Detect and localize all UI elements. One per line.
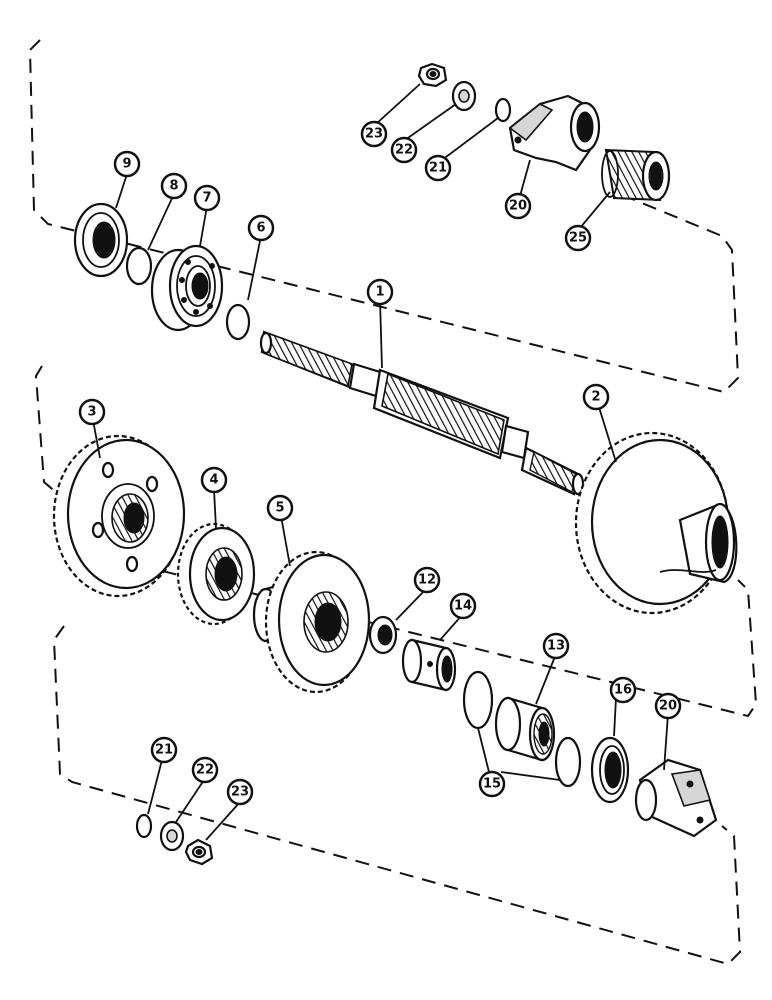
callout-20-upper: 20 bbox=[504, 192, 532, 220]
gear-3 bbox=[52, 434, 186, 598]
snap-ring-6 bbox=[225, 303, 251, 341]
callout-21-lower: 21 bbox=[150, 736, 178, 764]
callout-4: 4 bbox=[200, 466, 228, 494]
callout-21-upper: 21 bbox=[424, 154, 452, 182]
middle-alignment-boundary bbox=[34, 365, 758, 718]
svg-text:13: 13 bbox=[547, 639, 565, 654]
callout-22-upper: 22 bbox=[390, 136, 418, 164]
svg-text:23: 23 bbox=[365, 127, 383, 142]
callout-2: 2 bbox=[582, 383, 610, 411]
thrust-washer-12 bbox=[368, 615, 398, 655]
svg-text:20: 20 bbox=[659, 699, 677, 714]
upper-alignment-boundary bbox=[28, 39, 740, 394]
callout-1: 1 bbox=[366, 278, 394, 306]
bearing-7 bbox=[150, 244, 224, 332]
washer-22-upper bbox=[451, 80, 477, 112]
callout-9: 9 bbox=[113, 150, 141, 178]
seal-9 bbox=[73, 202, 129, 278]
callout-12: 12 bbox=[413, 566, 441, 594]
svg-text:22: 22 bbox=[196, 763, 214, 778]
nut-23-upper bbox=[417, 62, 448, 88]
yoke-20-lower bbox=[634, 758, 718, 838]
svg-text:6: 6 bbox=[256, 221, 265, 236]
callout-16: 16 bbox=[609, 676, 637, 704]
callout-6: 6 bbox=[247, 214, 275, 242]
svg-text:21: 21 bbox=[429, 161, 447, 176]
snap-ring-15-left bbox=[462, 670, 494, 730]
nut-23-lower bbox=[184, 838, 214, 866]
callout-7: 7 bbox=[193, 184, 221, 212]
callout-3: 3 bbox=[78, 398, 106, 426]
callout-23-lower: 23 bbox=[226, 778, 254, 806]
svg-text:22: 22 bbox=[395, 143, 413, 158]
snap-ring-8 bbox=[125, 246, 153, 286]
callout-25: 25 bbox=[564, 224, 592, 252]
svg-text:4: 4 bbox=[209, 473, 218, 488]
callout-5: 5 bbox=[266, 494, 294, 522]
gear-2 bbox=[574, 431, 738, 615]
washer-22-lower bbox=[159, 820, 185, 852]
callout-15: 15 bbox=[478, 770, 506, 798]
snap-ring-15-right bbox=[554, 736, 582, 788]
gear-4 bbox=[176, 522, 256, 626]
callout-20-lower: 20 bbox=[654, 692, 682, 720]
callout-13: 13 bbox=[542, 632, 570, 660]
svg-text:9: 9 bbox=[122, 157, 131, 172]
callout-22-lower: 22 bbox=[191, 756, 219, 784]
svg-text:23: 23 bbox=[231, 785, 249, 800]
callout-14: 14 bbox=[449, 592, 477, 620]
needle-bearing-13 bbox=[494, 696, 556, 762]
svg-text:16: 16 bbox=[614, 683, 632, 698]
snap-ring-21-lower bbox=[135, 813, 153, 839]
svg-text:2: 2 bbox=[591, 390, 600, 405]
svg-text:7: 7 bbox=[202, 191, 211, 206]
svg-text:14: 14 bbox=[454, 599, 472, 614]
svg-text:12: 12 bbox=[418, 573, 436, 588]
svg-text:8: 8 bbox=[169, 179, 178, 194]
svg-text:15: 15 bbox=[483, 777, 501, 792]
bushing-14 bbox=[401, 638, 457, 692]
svg-text:5: 5 bbox=[275, 501, 284, 516]
svg-text:1: 1 bbox=[375, 285, 384, 300]
spline-coupling-25 bbox=[601, 148, 671, 202]
svg-text:21: 21 bbox=[155, 743, 173, 758]
gear-5 bbox=[252, 550, 371, 694]
callout-8: 8 bbox=[160, 172, 188, 200]
svg-text:25: 25 bbox=[569, 231, 587, 246]
seal-16 bbox=[590, 736, 630, 804]
svg-text:3: 3 bbox=[87, 405, 96, 420]
main-shaft-1 bbox=[259, 330, 585, 496]
lower-alignment-boundary bbox=[52, 625, 742, 966]
callout-23-upper: 23 bbox=[360, 120, 388, 148]
yoke-20-upper bbox=[508, 94, 601, 172]
svg-text:20: 20 bbox=[509, 199, 527, 214]
snap-ring-21-upper bbox=[494, 97, 512, 123]
